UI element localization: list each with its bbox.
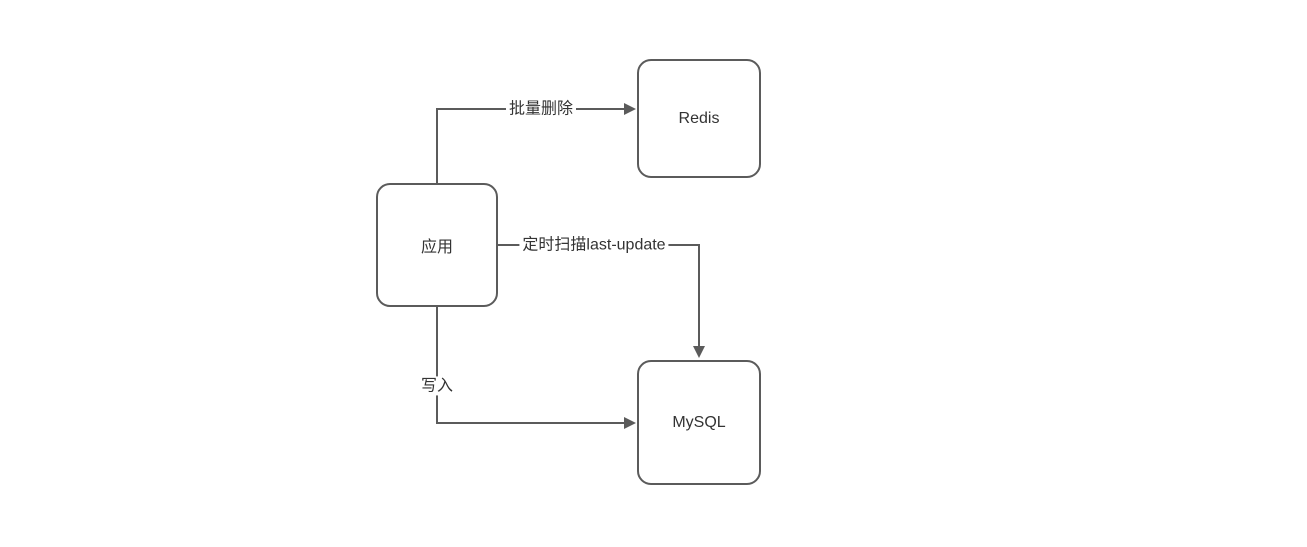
edge-app-mysql-write-line: [436, 307, 624, 424]
node-app-label: 应用: [420, 239, 453, 256]
edge-app-redis-line: [436, 108, 624, 183]
edge-app-redis-arrowhead: [624, 103, 636, 115]
node-redis: Redis: [637, 59, 761, 178]
edge-app-mysql-write-arrowhead: [624, 417, 636, 429]
node-mysql-label: MySQL: [672, 413, 726, 431]
node-redis-label: Redis: [678, 109, 720, 127]
edge-app-mysql-scan-arrowhead: [693, 346, 705, 358]
edge-app-mysql-scan-line: [498, 244, 700, 346]
node-app: 应用: [376, 183, 498, 307]
edge-label-batch-delete: 批量删除: [505, 99, 577, 119]
edge-label-write: 写入: [417, 376, 457, 396]
edge-label-scheduled-scan: 定时扫描last-update: [519, 235, 669, 255]
node-mysql: MySQL: [637, 360, 761, 485]
